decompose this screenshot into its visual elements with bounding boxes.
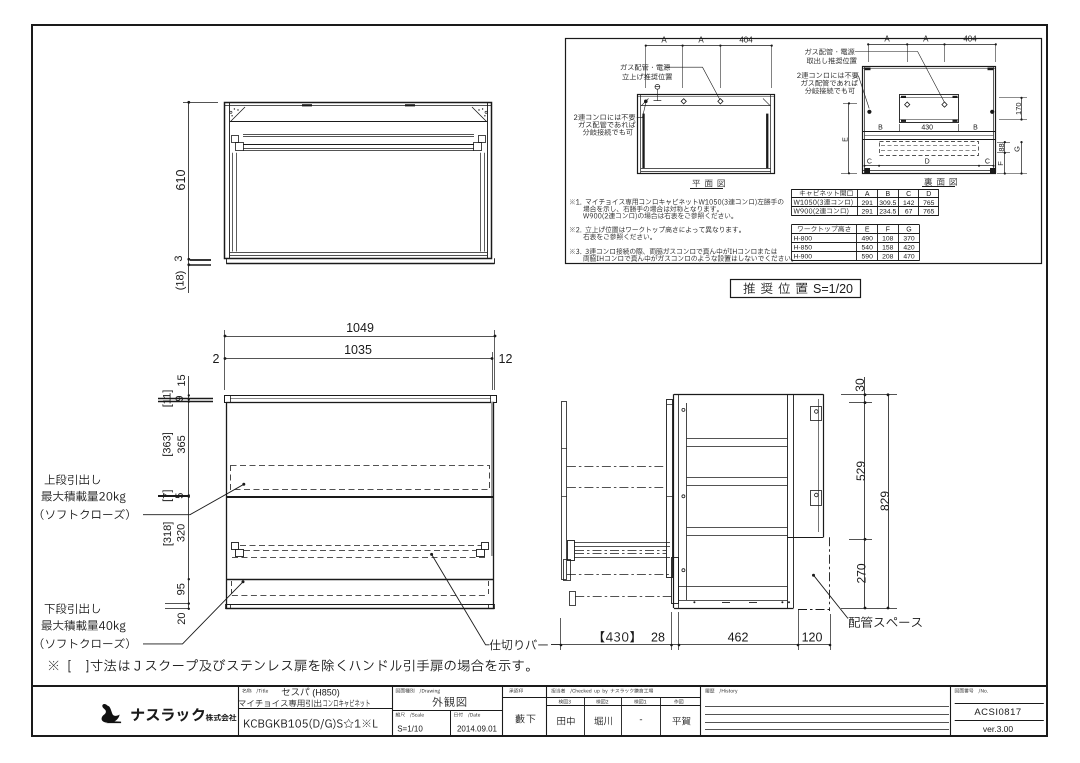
svg-text:A: A [884,34,890,43]
svg-text:2014.09.01: 2014.09.01 [457,725,498,734]
svg-text:A: A [698,36,704,45]
svg-text:[11]: [11] [162,390,174,408]
svg-text:B: B [973,125,978,132]
svg-text:1035: 1035 [344,343,372,357]
svg-text:88: 88 [997,143,1006,151]
svg-text:E: E [865,227,870,234]
svg-text:A: A [865,191,870,198]
svg-text:B: B [885,191,890,198]
svg-text:E: E [843,137,850,142]
svg-text:291: 291 [862,209,874,216]
svg-text:(H850): (H850) [312,688,340,698]
svg-text:(18): (18) [175,271,187,291]
svg-text:A: A [923,34,929,43]
svg-text:D: D [925,159,930,166]
svg-text:S=1/20: S=1/20 [813,282,853,296]
svg-text:462: 462 [728,631,749,645]
svg-text:[7]: [7] [161,490,173,502]
svg-text:370: 370 [903,236,915,243]
svg-text:170: 170 [1014,102,1023,115]
svg-text:H-800: H-800 [794,236,813,243]
svg-text:540: 540 [862,245,874,252]
svg-text:5: 5 [174,493,186,499]
svg-text:15: 15 [176,374,188,386]
svg-text:309.5: 309.5 [879,200,896,207]
svg-text:C: C [985,159,990,166]
svg-text:ver.3.00: ver.3.00 [983,724,1014,734]
svg-text:142: 142 [903,200,915,207]
svg-text:H-850: H-850 [794,245,813,252]
svg-text:C: C [906,191,911,198]
svg-text:20: 20 [176,612,188,624]
svg-text:120: 120 [802,631,823,645]
svg-text:1049: 1049 [346,321,374,335]
svg-text:270: 270 [855,563,869,583]
svg-text:[363]: [363] [162,432,174,456]
svg-text:320: 320 [176,524,188,542]
svg-text:829: 829 [878,491,892,511]
svg-text:365: 365 [176,435,188,453]
svg-text:490: 490 [862,236,874,243]
svg-text:765: 765 [923,200,935,207]
svg-text:108: 108 [882,236,894,243]
svg-text:G: G [1013,146,1022,152]
svg-text:208: 208 [882,253,894,260]
svg-text:F: F [996,161,1005,166]
svg-text:12: 12 [499,352,513,366]
svg-text:C: C [867,159,872,166]
svg-text:[318]: [318] [162,522,174,546]
svg-text:-: - [639,715,642,726]
svg-text:291: 291 [862,200,874,207]
svg-text:420: 420 [903,245,915,252]
svg-text:30: 30 [853,378,867,392]
svg-text:A: A [661,36,667,45]
svg-text:430: 430 [921,125,933,132]
svg-text:95: 95 [175,583,187,595]
svg-text:B: B [878,125,883,132]
svg-text:610: 610 [174,170,188,191]
svg-text:404: 404 [739,36,753,45]
svg-text:404: 404 [963,34,977,43]
svg-text:D: D [926,191,931,198]
svg-text:S=1/10: S=1/10 [397,725,423,734]
svg-text:3: 3 [173,255,185,261]
svg-text:67: 67 [905,209,913,216]
svg-text:234.5: 234.5 [879,209,896,216]
svg-text:ACSI0817: ACSI0817 [974,707,1021,718]
svg-text:H-900: H-900 [794,253,813,260]
svg-text:765: 765 [923,209,935,216]
svg-text:590: 590 [862,253,874,260]
svg-text:529: 529 [854,461,868,481]
svg-text:470: 470 [903,253,915,260]
svg-text:158: 158 [882,245,894,252]
svg-text:28: 28 [651,631,665,645]
svg-text:9: 9 [174,395,186,401]
svg-text:G: G [906,227,911,234]
svg-text:2: 2 [213,352,220,366]
svg-text:F: F [886,227,890,234]
